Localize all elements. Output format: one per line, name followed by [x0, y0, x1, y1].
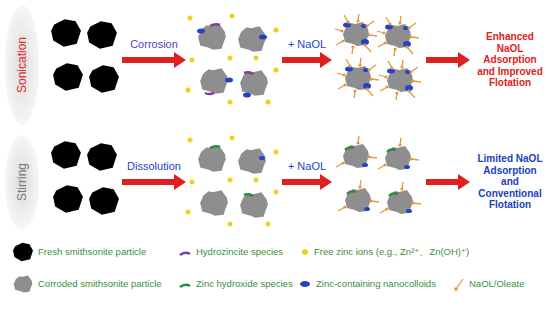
illustration-part — [244, 72, 253, 74]
illustration-part — [180, 285, 190, 287]
illustration-part — [240, 192, 268, 218]
illustration-part — [274, 28, 279, 33]
illustration-part — [190, 58, 195, 63]
legend-text: Zinc hydroxide species — [196, 278, 293, 290]
illustration-part — [454, 287, 458, 291]
illustration-part — [300, 281, 310, 287]
illustration-part — [380, 182, 421, 214]
illustration-part — [338, 180, 379, 212]
illustration-part — [274, 150, 279, 155]
illustration-part — [379, 60, 421, 100]
step-label: Dissolution — [118, 160, 190, 173]
corroded-particles — [198, 24, 268, 218]
illustration-part — [188, 16, 193, 21]
legend-text: Fresh smithsonite particle — [38, 246, 146, 258]
illustration-part — [186, 88, 191, 93]
step-label: + NaOL — [278, 160, 336, 173]
band-ellipse — [5, 135, 40, 229]
legend-text: Hydrozincite species — [196, 246, 283, 258]
illustration-part — [336, 136, 377, 168]
illustration-part — [228, 222, 233, 227]
illustration-part — [228, 178, 233, 183]
illustration-part — [51, 141, 81, 169]
illustration-part — [243, 93, 251, 98]
illustration-part — [87, 21, 117, 49]
illustration-part — [282, 52, 332, 68]
illustration-part — [198, 146, 226, 172]
illustration-part — [210, 24, 220, 26]
illustration-part — [205, 93, 214, 94]
illustration-part — [240, 70, 268, 96]
illustration-part — [89, 187, 119, 215]
illustration-part — [13, 243, 33, 262]
illustration-part — [53, 63, 83, 91]
illustration-part — [225, 78, 233, 83]
outcome-text: Enhanced NaOL Adsorption and Improved Fl… — [474, 31, 546, 89]
legend-text: Zinc-containing nanocolloids — [316, 278, 436, 290]
illustration-part — [254, 56, 259, 61]
illustration-part — [89, 65, 119, 93]
illustration-part — [337, 58, 379, 98]
illustration-part — [230, 14, 235, 19]
method-label: Sonication — [15, 37, 29, 93]
legend-text: Free zinc ions (e.g., Zn²⁺、Zn(OH)⁺) — [314, 246, 469, 258]
illustration-part — [188, 138, 193, 143]
illustration-part — [190, 180, 195, 185]
nanocolloids — [197, 29, 267, 161]
illustration-part — [200, 68, 228, 94]
illustration-part — [266, 222, 271, 227]
illustration-part — [14, 275, 33, 292]
outcome-text: Limited NaOL Adsorption and Conventional… — [474, 153, 546, 211]
illustration-part — [456, 279, 463, 289]
illustration-part — [274, 68, 279, 73]
illustration-part — [228, 56, 233, 61]
illustration-part — [335, 14, 377, 54]
legend-text: Corroded smithsonite particle — [38, 278, 162, 290]
illustration-part — [122, 52, 186, 68]
illustration-part — [274, 190, 279, 195]
illustration-part — [254, 178, 259, 183]
illustration-part — [200, 190, 228, 216]
illustration-part — [198, 24, 226, 50]
fresh-particles — [51, 19, 119, 215]
illustration-part — [244, 194, 253, 196]
illustration-part — [238, 148, 266, 174]
illustration-part — [377, 16, 419, 56]
legend-text: NaOL/Oleate — [469, 278, 524, 290]
illustration-part — [122, 174, 186, 190]
illustration-part — [302, 249, 308, 255]
illustration-part — [228, 100, 233, 105]
illustration-part — [378, 138, 419, 170]
method-band: Sonication — [4, 4, 40, 126]
illustration-part — [266, 100, 271, 105]
oleate-particles — [335, 14, 421, 214]
illustration-part — [426, 52, 470, 68]
illustration-part — [282, 174, 332, 190]
method-label: Stirring — [15, 163, 29, 201]
illustration-part — [230, 136, 235, 141]
illustration-part — [180, 253, 190, 255]
illustration-part — [197, 29, 205, 34]
zinc-ion-dots — [186, 14, 279, 227]
zinc-hydroxide-strips — [210, 146, 253, 196]
step-label: Corrosion — [118, 38, 190, 51]
illustration-part — [426, 174, 470, 190]
illustration-part — [259, 35, 267, 40]
method-band: Stirring — [4, 134, 40, 230]
band-ellipse — [5, 5, 40, 125]
illustration-part — [186, 210, 191, 215]
illustration-part — [259, 156, 265, 160]
hydrozincite-strips — [205, 24, 253, 94]
illustration-part — [87, 143, 117, 171]
illustration-part — [210, 146, 220, 148]
illustration-part — [53, 185, 83, 213]
step-label: + NaOL — [278, 38, 336, 51]
illustration-part — [51, 19, 81, 47]
